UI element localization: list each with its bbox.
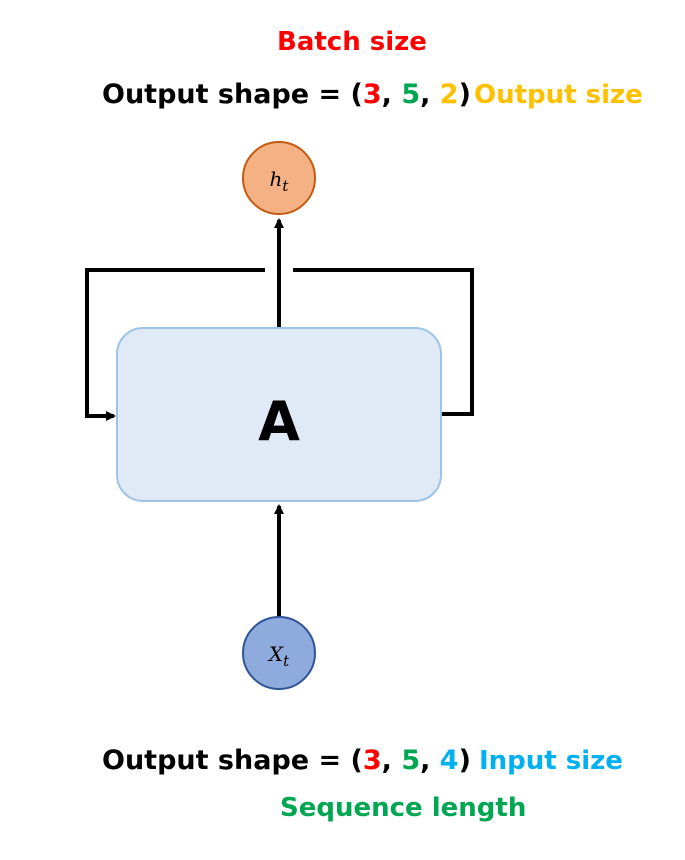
shape-batch-value: 3 xyxy=(362,745,382,776)
input-size-label: Input size xyxy=(479,746,623,776)
shape-sep: , xyxy=(420,745,440,776)
shape-prefix: Output shape = ( xyxy=(102,79,363,110)
shape-prefix: Output shape = ( xyxy=(102,745,363,776)
shape-sequence-value: 5 xyxy=(401,745,421,776)
output-node xyxy=(242,141,316,215)
output-var: h xyxy=(270,167,283,191)
shape-suffix: ) xyxy=(458,79,471,110)
input-var: X xyxy=(267,642,284,666)
output-sub: t xyxy=(282,177,289,195)
shape-input-value: 4 xyxy=(439,745,459,776)
rnn-cell-box xyxy=(116,327,442,502)
input-node xyxy=(242,616,316,690)
shape-sequence-value: 5 xyxy=(401,79,421,110)
input-sub: t xyxy=(283,652,290,670)
output-shape-bottom: Output shape = (3, 5, 4) xyxy=(102,747,471,774)
sequence-length-label: Sequence length xyxy=(280,793,527,823)
shape-sep: , xyxy=(381,745,402,776)
shape-sep: , xyxy=(420,79,440,110)
recurrence-loop-left xyxy=(85,268,265,421)
output-shape-top: Output shape = (3, 5, 2) xyxy=(102,81,471,108)
rnn-cell-label: A xyxy=(258,390,300,453)
input-node-label: Xt xyxy=(267,642,290,670)
batch-size-label: Batch size xyxy=(277,27,427,57)
recurrence-loop-right xyxy=(293,268,474,416)
output-node-label: ht xyxy=(270,167,290,195)
shape-batch-value: 3 xyxy=(362,79,382,110)
output-size-label: Output size xyxy=(474,80,643,110)
shape-suffix: ) xyxy=(458,745,471,776)
shape-output-value: 2 xyxy=(439,79,459,110)
shape-sep: , xyxy=(381,79,402,110)
